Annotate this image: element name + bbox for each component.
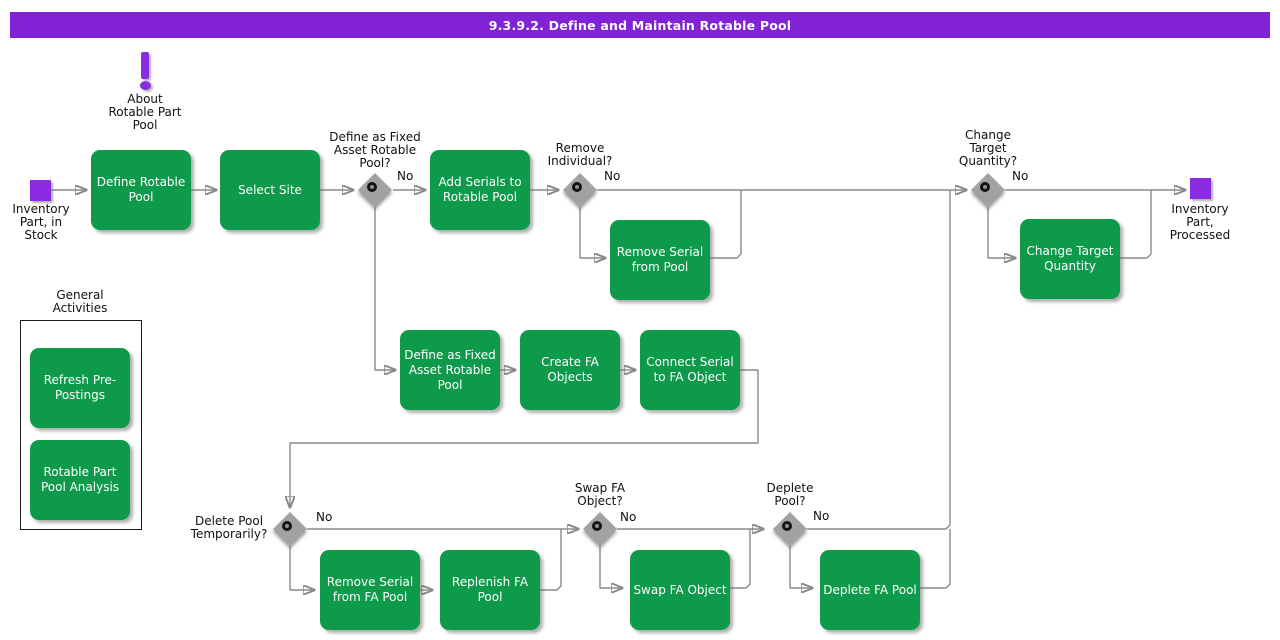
connector [289, 546, 314, 590]
connector [1120, 190, 1152, 259]
connector [789, 546, 812, 588]
no-branch-label: No [316, 510, 333, 524]
circle-glyph-icon [572, 182, 582, 192]
decision-label-define-as-fixed-asset: Define as Fixed Asset Rotable Pool? [329, 130, 421, 170]
circle-glyph-icon [782, 521, 792, 531]
circle-glyph-icon [980, 182, 990, 192]
activity-add-serials-to-rotable-pool[interactable]: Add Serials to Rotable Pool [430, 150, 530, 230]
connector [920, 529, 951, 589]
activity-refresh-pre-postings[interactable]: Refresh Pre- Postings [30, 348, 130, 428]
circle-glyph-icon [282, 521, 292, 531]
activity-select-site[interactable]: Select Site [220, 150, 320, 230]
activity-replenish-fa-pool[interactable]: Replenish FA Pool [440, 550, 540, 630]
decision-deplete-pool[interactable] [773, 512, 807, 546]
connector [290, 369, 759, 507]
activity-define-rotable-pool[interactable]: Define Rotable Pool [91, 150, 191, 230]
connector [987, 207, 1015, 258]
decision-label-change-target-quantity: Change Target Quantity? [958, 128, 1018, 168]
connector [730, 529, 751, 589]
connector [599, 546, 622, 588]
decision-label-swap-fa-object: Swap FA Object? [574, 481, 626, 508]
no-branch-label: No [604, 169, 621, 183]
general-activities-title: General Activities [52, 288, 108, 315]
connector [579, 207, 605, 258]
end-event-label: Inventory Part, Processed [1169, 202, 1231, 242]
end-event[interactable] [1190, 178, 1211, 199]
activity-create-fa-objects[interactable]: Create FA Objects [520, 330, 620, 410]
no-branch-label: No [620, 510, 637, 524]
activity-rotable-part-pool-analysis[interactable]: Rotable Part Pool Analysis [30, 440, 130, 520]
activity-remove-serial-from-fa-pool[interactable]: Remove Serial from FA Pool [320, 550, 420, 630]
start-event-label: Inventory Part, in Stock [12, 202, 70, 242]
decision-define-as-fixed-asset[interactable] [358, 173, 392, 207]
activity-change-target-quantity[interactable]: Change Target Quantity [1020, 219, 1120, 299]
circle-glyph-icon [367, 182, 377, 192]
activity-remove-serial-from-pool[interactable]: Remove Serial from Pool [610, 220, 710, 300]
decision-label-delete-pool-temporarily: Delete Pool Temporarily? [190, 514, 268, 541]
start-event[interactable] [30, 180, 51, 201]
decision-label-deplete-pool: Deplete Pool? [766, 481, 814, 508]
connector [710, 190, 742, 259]
decision-swap-fa-object[interactable] [583, 512, 617, 546]
title-bar: 9.3.9.2. Define and Maintain Rotable Poo… [10, 12, 1270, 38]
activity-deplete-fa-pool[interactable]: Deplete FA Pool [820, 550, 920, 630]
no-branch-label: No [397, 169, 414, 183]
exclamation-icon-dot[interactable] [140, 81, 151, 90]
no-branch-label: No [1012, 169, 1029, 183]
circle-glyph-icon [592, 521, 602, 531]
connector [807, 190, 951, 530]
no-branch-label: No [813, 509, 830, 523]
connector [374, 207, 395, 370]
activity-swap-fa-object[interactable]: Swap FA Object [630, 550, 730, 630]
activity-connect-serial-to-fa-object[interactable]: Connect Serial to FA Object [640, 330, 740, 410]
activity-define-as-fixed-asset-rotable-pool[interactable]: Define as Fixed Asset Rotable Pool [400, 330, 500, 410]
decision-delete-pool-temporarily[interactable] [273, 512, 307, 546]
diagram-title: 9.3.9.2. Define and Maintain Rotable Poo… [488, 17, 792, 33]
exclamation-icon[interactable] [141, 52, 149, 79]
decision-change-target-quantity[interactable] [971, 173, 1005, 207]
connector [540, 529, 562, 591]
annotation-label: About Rotable Part Pool [108, 92, 182, 132]
decision-label-remove-individual: Remove Individual? [547, 141, 613, 168]
decision-remove-individual[interactable] [563, 173, 597, 207]
